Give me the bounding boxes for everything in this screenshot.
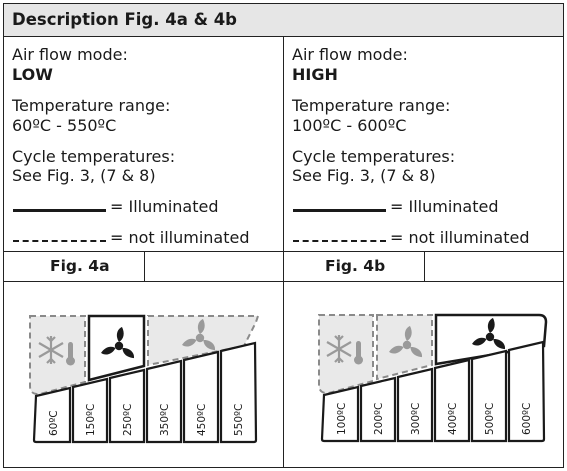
illuminated-label: = Illuminated xyxy=(390,197,499,216)
temp-label: 60ºC xyxy=(48,410,60,436)
fig-4b-label: Fig. 4b xyxy=(325,257,386,275)
temperature-range-value: 100ºC - 600ºC xyxy=(292,116,407,135)
fan-icon xyxy=(434,313,548,366)
temp-label: 400ºC xyxy=(447,403,459,435)
fan-icon xyxy=(376,314,433,381)
solid-line-legend xyxy=(13,209,106,212)
temp-bar-2 xyxy=(71,377,109,444)
not-illuminated-label: = not illuminated xyxy=(110,228,250,247)
cycle-temperatures-value: See Fig. 3, (7 & 8) xyxy=(12,166,156,185)
temp-label: 300ºC xyxy=(410,403,422,435)
temp-bar-5 xyxy=(470,349,508,443)
temp-label: 450ºC xyxy=(196,404,208,436)
temp-bar-4 xyxy=(433,358,471,443)
fan-icon xyxy=(87,314,146,382)
temp-bar-1 xyxy=(320,385,360,443)
airflow-value: LOW xyxy=(12,65,53,84)
table-title: Description Fig. 4a & 4b xyxy=(12,10,237,29)
temperature-range-label: Temperature range: xyxy=(12,96,171,115)
temp-label: 250ºC xyxy=(122,404,134,436)
temp-bar-6 xyxy=(219,341,258,444)
fig-4a-label-cell: Fig. 4a xyxy=(4,252,145,281)
temp-bar-3 xyxy=(396,367,434,443)
temperature-range-label: Temperature range: xyxy=(292,96,451,115)
low-mode-description: Air flow mode: LOW Temperature range: 60… xyxy=(4,37,284,251)
cycle-temperatures-value: See Fig. 3, (7 & 8) xyxy=(292,166,436,185)
temp-bar-4 xyxy=(145,359,183,444)
temp-bar-3 xyxy=(108,368,146,444)
high-mode-description: Air flow mode: HIGH Temperature range: 1… xyxy=(284,37,563,251)
fig-4a-label: Fig. 4a xyxy=(50,257,110,275)
solid-line-legend xyxy=(293,209,386,212)
description-table: Description Fig. 4a & 4b Air flow mode: … xyxy=(3,3,564,468)
fig-4a-panel: 60ºC 150ºC 250ºC 350ºC 450ºC 550ºC xyxy=(4,282,284,467)
temperature-range-value: 60ºC - 550ºC xyxy=(12,116,117,135)
empty-cell xyxy=(145,252,284,281)
airflow-label: Air flow mode: xyxy=(292,45,408,64)
cycle-temperatures-label: Cycle temperatures: xyxy=(292,147,456,166)
temp-bar-2 xyxy=(359,376,397,443)
temp-label: 550ºC xyxy=(233,404,245,436)
temp-label: 100ºC xyxy=(336,403,348,435)
snowflake-thermometer-icon xyxy=(318,314,374,395)
table-header: Description Fig. 4a & 4b xyxy=(4,4,563,37)
dashed-line-legend xyxy=(293,240,386,242)
fig-4b-label-cell: Fig. 4b xyxy=(284,252,425,281)
fig-4a-display: 60ºC 150ºC 250ºC 350ºC 450ºC 550ºC xyxy=(29,314,260,444)
airflow-value: HIGH xyxy=(292,65,338,84)
temp-label: 200ºC xyxy=(373,403,385,435)
airflow-label: Air flow mode: xyxy=(12,45,128,64)
illuminated-label: = Illuminated xyxy=(110,197,219,216)
temp-label: 600ºC xyxy=(521,403,533,435)
temp-bar-6 xyxy=(507,340,546,443)
figure-label-row: Fig. 4a Fig. 4b xyxy=(4,251,563,282)
dashed-line-legend xyxy=(13,240,106,242)
cycle-temperatures-label: Cycle temperatures: xyxy=(12,147,176,166)
temp-label: 500ºC xyxy=(484,403,496,435)
not-illuminated-label: = not illuminated xyxy=(390,228,530,247)
snowflake-thermometer-icon xyxy=(29,315,86,396)
temp-bar-5 xyxy=(182,350,220,444)
fan-icon xyxy=(147,315,260,367)
temp-label: 150ºC xyxy=(85,404,97,436)
fig-4b-display: 100ºC 200ºC 300ºC 400ºC 500ºC 600ºC xyxy=(318,313,548,443)
fig-4b-panel: 100ºC 200ºC 300ºC 400ºC 500ºC 600ºC xyxy=(284,282,563,467)
temp-bar-1 xyxy=(32,386,72,444)
temp-label: 350ºC xyxy=(159,404,171,436)
